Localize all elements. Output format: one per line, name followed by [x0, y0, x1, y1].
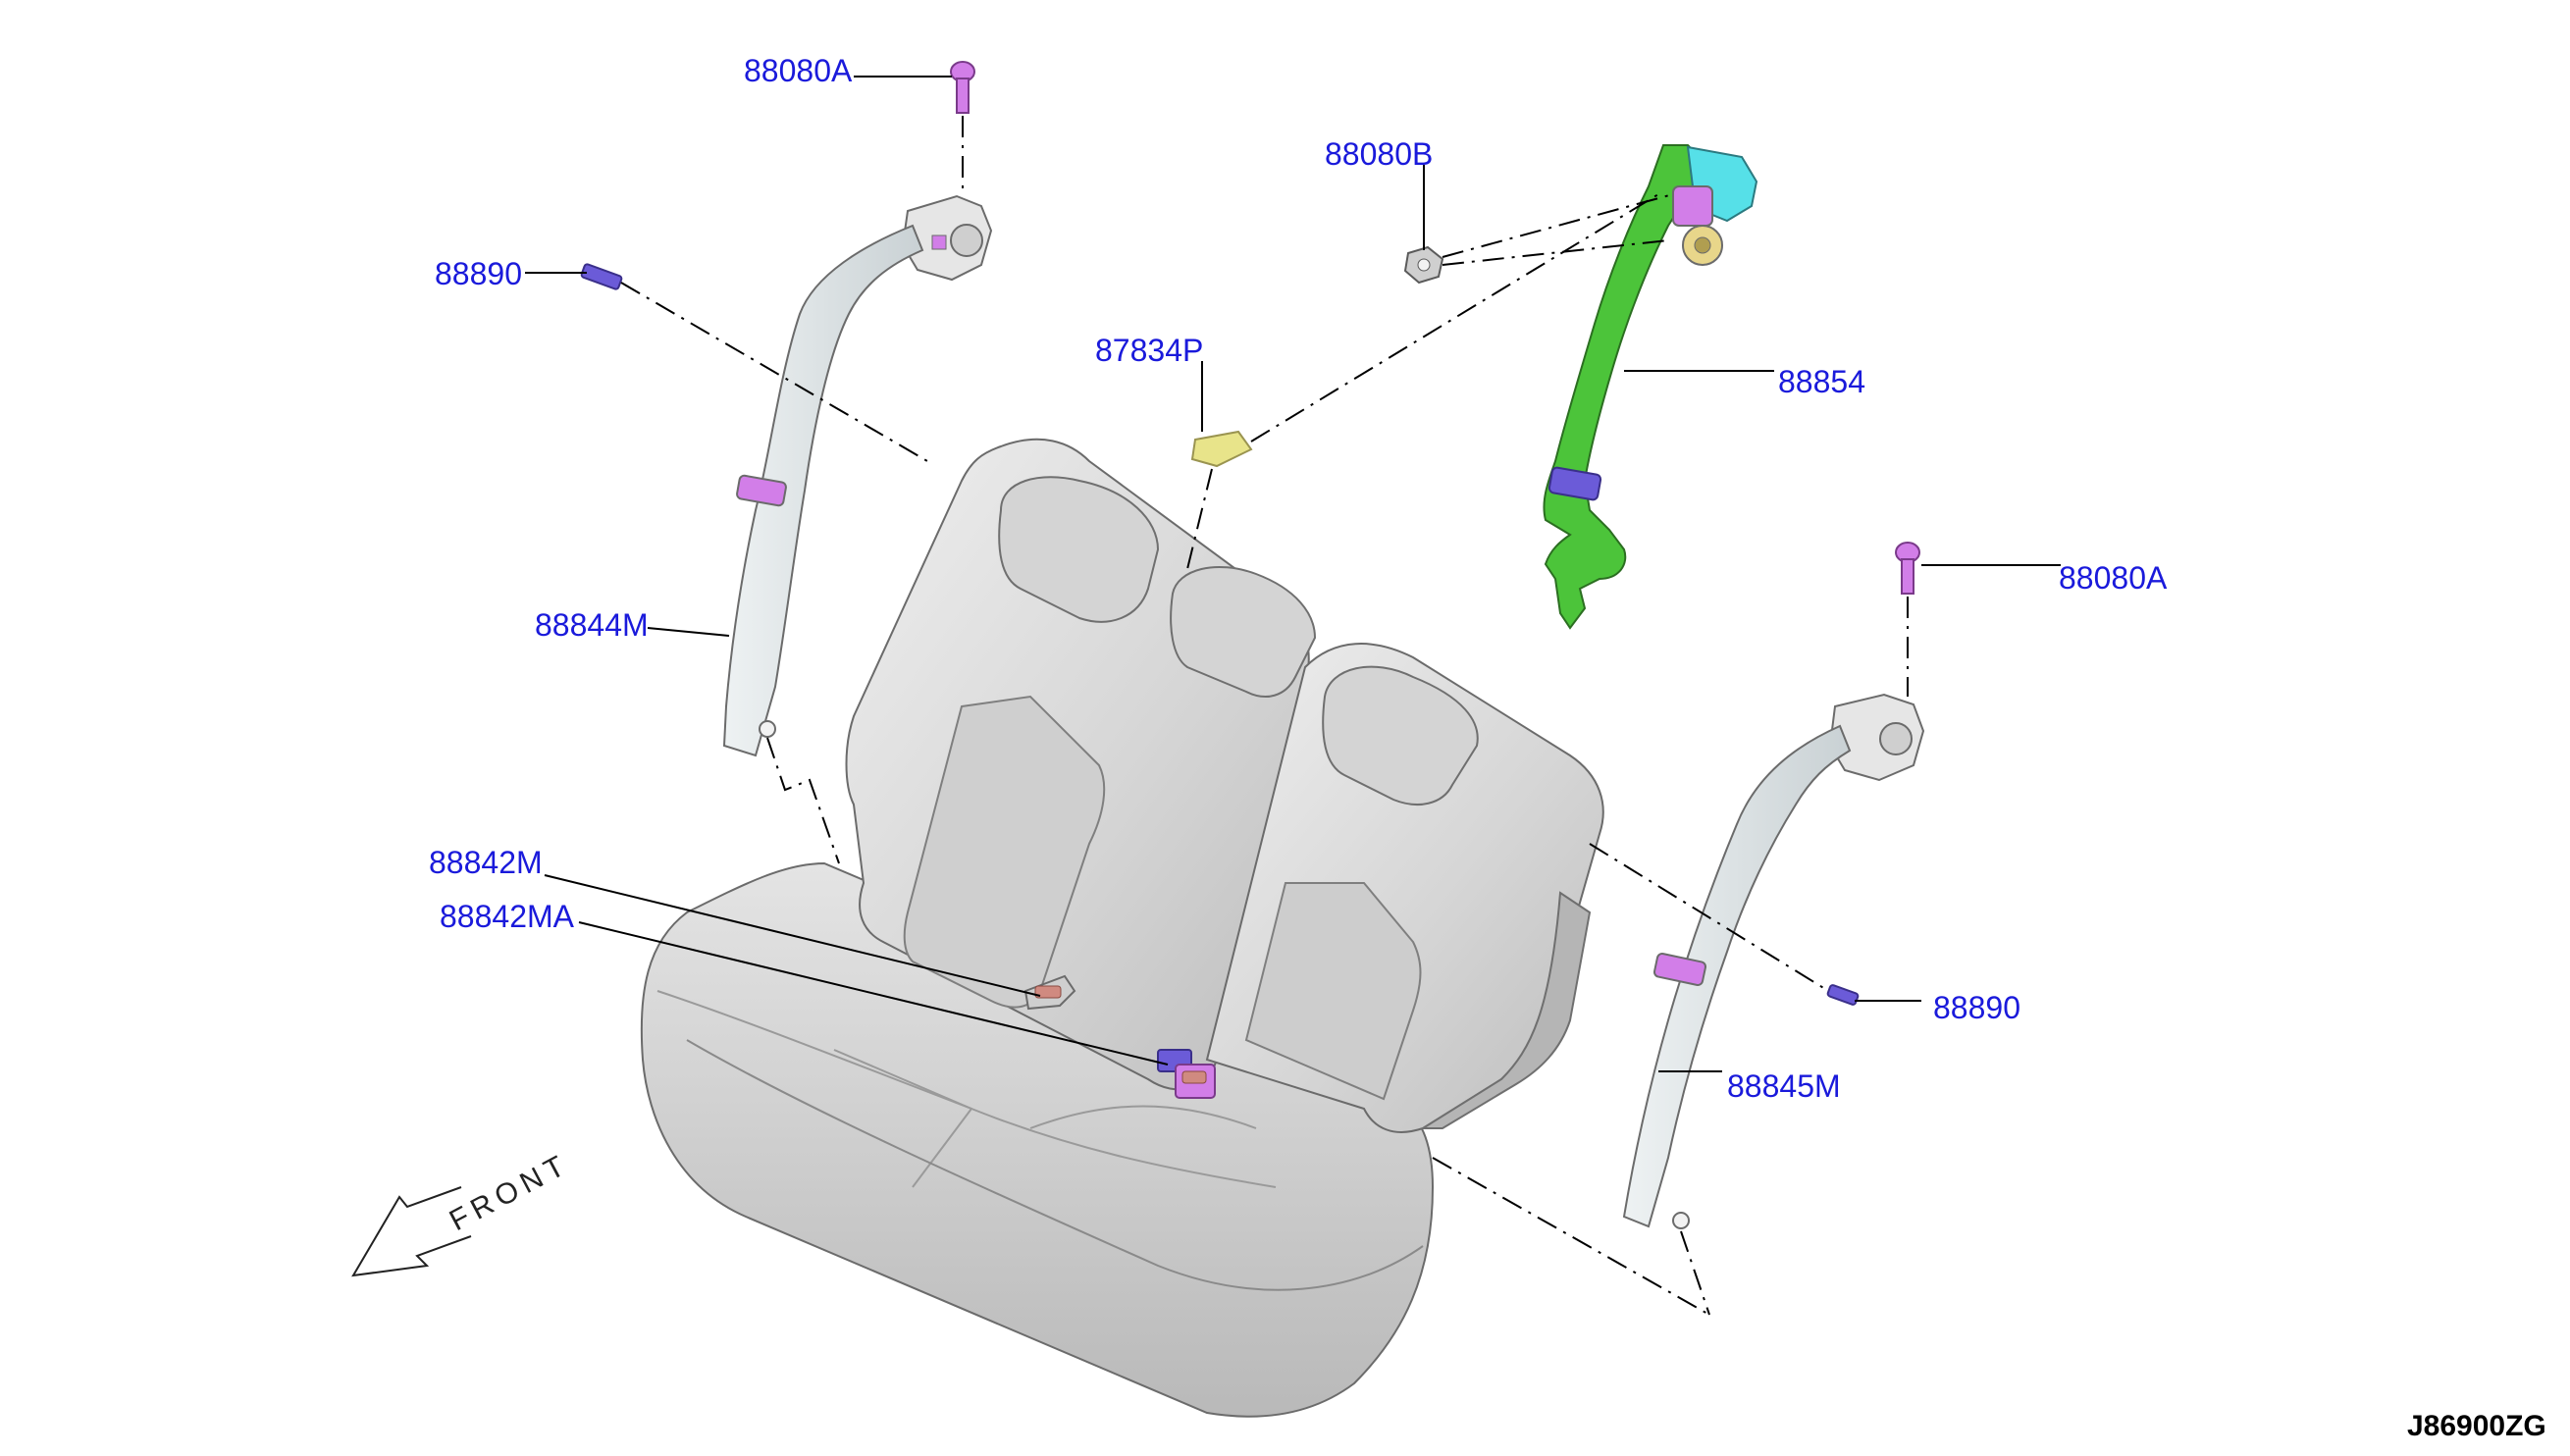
- headrest-left: [998, 476, 1160, 623]
- leader-buckle-center: [578, 921, 1169, 1066]
- belt-center-spool-hub: [1694, 236, 1711, 254]
- leader-buckle-left: [544, 874, 1041, 997]
- belt-left-anchor-hole: [759, 720, 776, 738]
- belt-center-retractor-body: [1672, 185, 1713, 227]
- install-line-belt-right-a: [1680, 1230, 1710, 1316]
- belt-center-webbing: [1543, 144, 1709, 630]
- install-line-anchor-left: [620, 282, 928, 462]
- bolt-right: [1895, 542, 1920, 595]
- belt-right-guide: [1652, 952, 1707, 987]
- front-indicator: FRONT: [351, 1147, 575, 1277]
- install-line-belt-right-b: [1432, 1157, 1710, 1316]
- buckle-center: [1157, 1049, 1216, 1099]
- seatback-right-side: [1419, 891, 1592, 1129]
- seatback-right-panel: [1244, 882, 1422, 1101]
- label-belt-right: 88845M: [1727, 1068, 1841, 1104]
- nut-center-hole: [1417, 258, 1431, 272]
- belt-center-guide: [1547, 466, 1602, 501]
- seat-cushion-seam-3: [833, 1049, 973, 1188]
- leader-belt-left: [647, 627, 730, 637]
- anchor-left: [580, 263, 623, 290]
- belt-right-anchor-hole: [1672, 1212, 1690, 1229]
- install-line-anchor-right: [1589, 843, 1826, 990]
- retractor-left-spool: [950, 224, 983, 257]
- label-anchor-right: 88890: [1933, 990, 2020, 1025]
- headrest-right: [1322, 665, 1479, 806]
- front-label: FRONT: [445, 1147, 575, 1237]
- bolt-right-shank: [1901, 558, 1914, 595]
- anchor-right-body: [1826, 984, 1860, 1006]
- belt-left-webbing: [722, 224, 924, 757]
- belt-right-assembly: [1622, 693, 1925, 1229]
- nut-center: [1403, 245, 1444, 285]
- seat-cushion-front: [686, 1039, 1424, 1291]
- seat-cushion-seam-1: [656, 990, 972, 1110]
- installation-lines: [620, 116, 1909, 1316]
- belt-left-assembly: [722, 194, 993, 757]
- seat-cushion-seam-2: [970, 1108, 1277, 1188]
- bolt-top-left: [950, 61, 975, 114]
- buckle-left-button: [1034, 985, 1062, 999]
- label-bolt-right: 88080A: [2059, 560, 2168, 596]
- front-arrow-icon: [351, 1186, 472, 1277]
- retractor-right-spool: [1879, 722, 1913, 755]
- label-bolt-top-left: 88080A: [744, 53, 853, 88]
- belt-center-assembly: [1543, 144, 1758, 630]
- callout-labels: 88080A 88080B 88890 87834P 88854 88080A …: [429, 53, 2168, 1104]
- rear-seat: [640, 438, 1604, 1418]
- label-anchor-left: 88890: [435, 256, 522, 291]
- label-belt-left: 88844M: [535, 607, 649, 643]
- label-center-belt: 88854: [1778, 364, 1865, 399]
- leader-lines: [525, 76, 2061, 1072]
- bolt-top-left-shank: [956, 78, 970, 114]
- belt-right-webbing: [1622, 724, 1852, 1228]
- install-line-clip-to-seat: [1186, 468, 1213, 570]
- label-buckle-left: 88842M: [429, 845, 543, 880]
- anchor-left-body: [580, 263, 623, 290]
- install-line-belt-left: [766, 737, 840, 864]
- seat-cushion-seam-4: [1029, 1105, 1257, 1129]
- clip-87834p: [1190, 430, 1253, 468]
- retractor-left-tab: [931, 234, 947, 250]
- drawing-code: J86900ZG: [2407, 1410, 2546, 1442]
- buckle-center-button: [1181, 1070, 1207, 1084]
- label-buckle-center: 88842MA: [440, 899, 575, 934]
- label-nut-center: 88080B: [1325, 136, 1433, 172]
- buckle-left: [1023, 974, 1076, 1011]
- label-clip: 87834P: [1095, 333, 1203, 368]
- anchor-right: [1826, 984, 1860, 1006]
- headrest-center: [1170, 566, 1317, 698]
- belt-left-guide: [736, 474, 787, 507]
